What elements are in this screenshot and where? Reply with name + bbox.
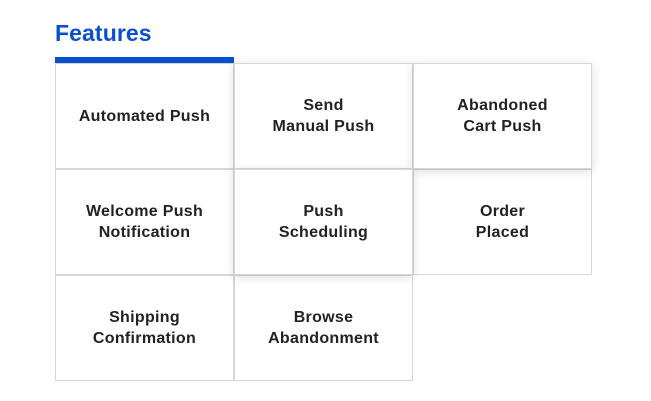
- feature-tile-abandoned-cart-push[interactable]: Abandoned Cart Push: [413, 63, 592, 169]
- feature-label: Push Scheduling: [278, 203, 369, 241]
- feature-label: Welcome Push Notification: [85, 203, 204, 241]
- feature-tile-send-manual-push[interactable]: Send Manual Push: [234, 63, 413, 169]
- title-underline: [55, 57, 234, 63]
- feature-label: Send Manual Push: [272, 97, 375, 135]
- features-grid: Automated Push Send Manual Push Abandone…: [55, 63, 592, 381]
- feature-label: Order Placed: [475, 203, 530, 241]
- section-title: Features: [55, 20, 152, 46]
- feature-tile-shipping-confirmation[interactable]: Shipping Confirmation: [55, 275, 234, 381]
- feature-tile-automated-push[interactable]: Automated Push: [55, 63, 234, 169]
- feature-tile-browse-abandonment[interactable]: Browse Abandonment: [234, 275, 413, 381]
- feature-tile-welcome-push-notification[interactable]: Welcome Push Notification: [55, 169, 234, 275]
- feature-label: Browse Abandonment: [268, 309, 379, 347]
- feature-label: Automated Push: [78, 107, 211, 125]
- feature-label: Shipping Confirmation: [92, 309, 197, 347]
- feature-tile-order-placed[interactable]: Order Placed: [413, 169, 592, 275]
- feature-label: Abandoned Cart Push: [457, 97, 548, 135]
- feature-tile-push-scheduling[interactable]: Push Scheduling: [234, 169, 413, 275]
